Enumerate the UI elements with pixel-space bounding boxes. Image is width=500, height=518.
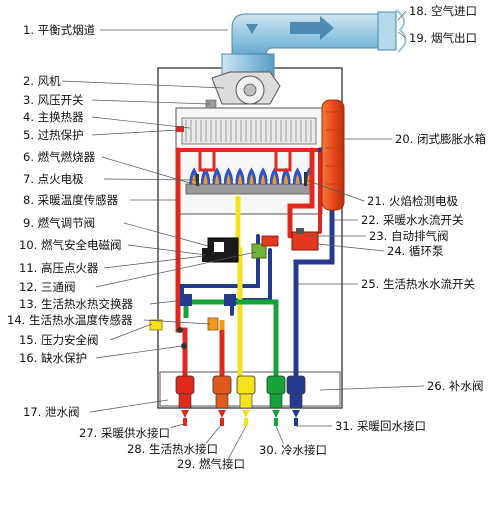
label-gas-inlet: 29. 燃气接口 bbox=[176, 457, 246, 471]
leader-lines bbox=[61, 10, 425, 464]
label-low-water: 16. 缺水保护 bbox=[18, 351, 88, 365]
label-dhw-outlet: 28. 生活热水接口 bbox=[126, 442, 219, 456]
label-fan: 2. 风机 bbox=[22, 74, 62, 88]
ignition-electrode bbox=[196, 174, 199, 186]
low-water-sensor bbox=[181, 343, 187, 349]
label-heating-flow-switch: 22. 采暖水水流开关 bbox=[360, 213, 465, 227]
label-fill-valve: 26. 补水阀 bbox=[426, 379, 485, 393]
label-burner: 6. 燃气燃烧器 bbox=[22, 150, 97, 164]
label-pump: 24. 循环泵 bbox=[386, 244, 445, 258]
burner-flame-core bbox=[249, 174, 254, 184]
label-flame-detector: 21. 火焰检测电极 bbox=[366, 194, 459, 208]
three-way-valve bbox=[251, 235, 279, 259]
flame-sensor bbox=[304, 172, 307, 186]
outlet-valve bbox=[175, 375, 195, 426]
burner-flame-core bbox=[272, 174, 277, 184]
heat-exchanger-plate bbox=[180, 294, 236, 306]
pressure-valve bbox=[149, 319, 183, 333]
label-dhw-exchanger: 13. 生活热水热交换器 bbox=[18, 297, 134, 311]
label-overheat: 5. 过热保护 bbox=[22, 128, 85, 142]
label-dhw-flow-switch: 25. 生活热水水流开关 bbox=[360, 277, 476, 291]
label-dhw-sensor: 14. 生活热水温度传感器 bbox=[6, 313, 134, 327]
burner-flame-core bbox=[261, 174, 265, 184]
label-air-inlet: 18. 空气进口 bbox=[408, 4, 478, 18]
burner-flame-core bbox=[295, 174, 300, 184]
outlet-valve bbox=[212, 375, 232, 426]
outlet-valve bbox=[286, 375, 306, 426]
overheat-sensor bbox=[176, 126, 184, 132]
gas-valve-block bbox=[202, 237, 239, 263]
label-igniter: 11. 高压点火器 bbox=[18, 261, 100, 275]
circulation-pump bbox=[291, 228, 319, 251]
label-main-exchanger: 4. 主换热器 bbox=[22, 110, 85, 124]
outlet-valve bbox=[266, 375, 286, 426]
outlet-valve bbox=[236, 375, 256, 426]
flue-duct bbox=[221, 9, 407, 77]
label-pressure-switch: 3. 风压开关 bbox=[22, 93, 85, 107]
burner-flame-core bbox=[284, 174, 288, 184]
label-auto-air-vent: 23. 自动排气阀 bbox=[368, 229, 450, 243]
gas-pipe bbox=[235, 196, 243, 382]
expansion-tank bbox=[321, 99, 345, 211]
outlet-valves bbox=[175, 375, 306, 426]
label-heating-sensor: 8. 采暖温度传感器 bbox=[22, 193, 120, 207]
burner-flame-core bbox=[215, 174, 219, 184]
label-heating-supply: 27. 采暖供水接口 bbox=[78, 426, 171, 440]
burner bbox=[185, 167, 315, 195]
label-three-way-valve: 12. 三通阀 bbox=[18, 280, 77, 294]
label-drain-valve: 17. 泄水阀 bbox=[22, 405, 81, 419]
label-heating-return: 31. 采暖回水接口 bbox=[334, 419, 427, 433]
fan bbox=[211, 71, 281, 105]
burner-flame-core bbox=[203, 174, 208, 184]
label-gas-safety-valve: 10. 燃气安全电磁阀 bbox=[18, 238, 123, 252]
label-gas-regulator: 9. 燃气调节阀 bbox=[22, 216, 97, 230]
burner-flame-core bbox=[226, 174, 231, 184]
label-cold-water: 30. 冷水接口 bbox=[258, 443, 328, 457]
main-heat-exchanger bbox=[181, 117, 317, 145]
burner-flame-core bbox=[238, 174, 242, 184]
label-flue-outlet: 19. 烟气出口 bbox=[408, 31, 478, 45]
label-flue: 1. 平衡式烟道 bbox=[22, 23, 97, 37]
label-ignition-electrode: 7. 点火电极 bbox=[22, 172, 85, 186]
burner-flame-core bbox=[192, 174, 196, 184]
label-pressure-valve: 15. 压力安全阀 bbox=[18, 333, 100, 347]
label-expansion-tank: 20. 闭式膨胀水箱 bbox=[394, 132, 487, 146]
